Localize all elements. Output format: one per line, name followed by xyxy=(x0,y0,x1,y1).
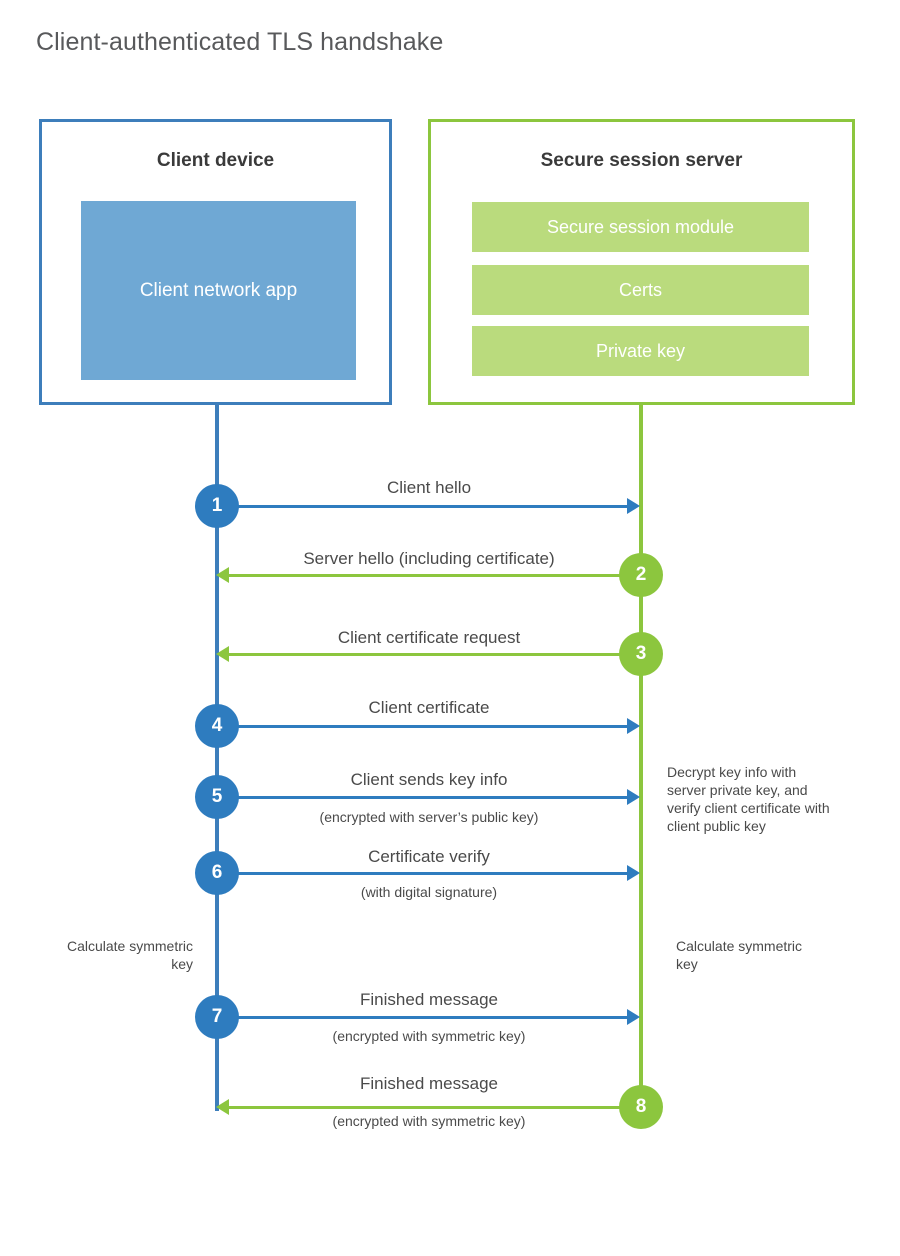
step-2-label: Server hello (including certificate) xyxy=(303,549,555,568)
secure-session-server-title: Secure session server xyxy=(540,150,743,171)
step-7-sublabel: (encrypted with symmetric key) xyxy=(332,1028,526,1044)
step-7-arrow-line xyxy=(217,1016,627,1019)
step-3-label: Client certificate request xyxy=(337,628,521,647)
server-calculate-symmetric-key-note: Calculate symmetric key xyxy=(676,938,803,972)
client-calculate-symmetric-key-note: Calculate symmetric key xyxy=(66,938,193,972)
step-2-arrow-head xyxy=(216,567,229,583)
step-3-marker[interactable]: 3 xyxy=(619,632,663,676)
step-8-sublabel: (encrypted with symmetric key) xyxy=(332,1113,526,1129)
secure-session-server-box: Secure session server Secure session mod… xyxy=(428,119,855,405)
step-5-label: Client sends key info xyxy=(350,770,508,789)
step-2-marker[interactable]: 2 xyxy=(619,553,663,597)
step-3-arrow-line xyxy=(229,653,641,656)
step-4-marker[interactable]: 4 xyxy=(195,704,239,748)
step-4-arrow-head xyxy=(627,718,640,734)
client-device-box: Client device Client network app xyxy=(39,119,392,405)
step-7-arrow-head xyxy=(627,1009,640,1025)
step-7-label: Finished message xyxy=(360,990,498,1009)
step-3-arrow-head xyxy=(216,646,229,662)
step-6-sublabel: (with digital signature) xyxy=(360,884,498,900)
page-title: Client-authenticated TLS handshake xyxy=(36,28,444,56)
step-6-arrow-line xyxy=(217,872,627,875)
server-lifeline xyxy=(639,405,643,1107)
step-2-arrow-line xyxy=(229,574,641,577)
client-device-title: Client device xyxy=(156,150,275,171)
step-1-label: Client hello xyxy=(386,478,472,497)
step-6-label: Certificate verify xyxy=(368,847,490,866)
server-component-secure-session-module: Secure session module xyxy=(472,202,809,252)
server-decrypt-note: Decrypt key info with server private key… xyxy=(667,764,830,834)
step-8-arrow-line xyxy=(229,1106,641,1109)
step-8-arrow-head xyxy=(216,1099,229,1115)
step-5-sublabel: (encrypted with server’s public key) xyxy=(319,809,539,825)
step-4-label: Client certificate xyxy=(368,698,490,717)
step-7-marker[interactable]: 7 xyxy=(195,995,239,1039)
client-network-app-block: Client network app xyxy=(81,201,356,380)
server-component-private-key: Private key xyxy=(472,326,809,376)
step-4-arrow-line xyxy=(217,725,627,728)
step-1-marker[interactable]: 1 xyxy=(195,484,239,528)
step-6-marker[interactable]: 6 xyxy=(195,851,239,895)
step-1-arrow-line xyxy=(217,505,627,508)
step-8-marker[interactable]: 8 xyxy=(619,1085,663,1129)
step-6-arrow-head xyxy=(627,865,640,881)
client-lifeline xyxy=(215,405,219,1111)
step-1-arrow-head xyxy=(627,498,640,514)
step-5-arrow-line xyxy=(217,796,627,799)
step-5-arrow-head xyxy=(627,789,640,805)
step-5-marker[interactable]: 5 xyxy=(195,775,239,819)
step-8-label: Finished message xyxy=(360,1074,498,1093)
server-component-certs: Certs xyxy=(472,265,809,315)
